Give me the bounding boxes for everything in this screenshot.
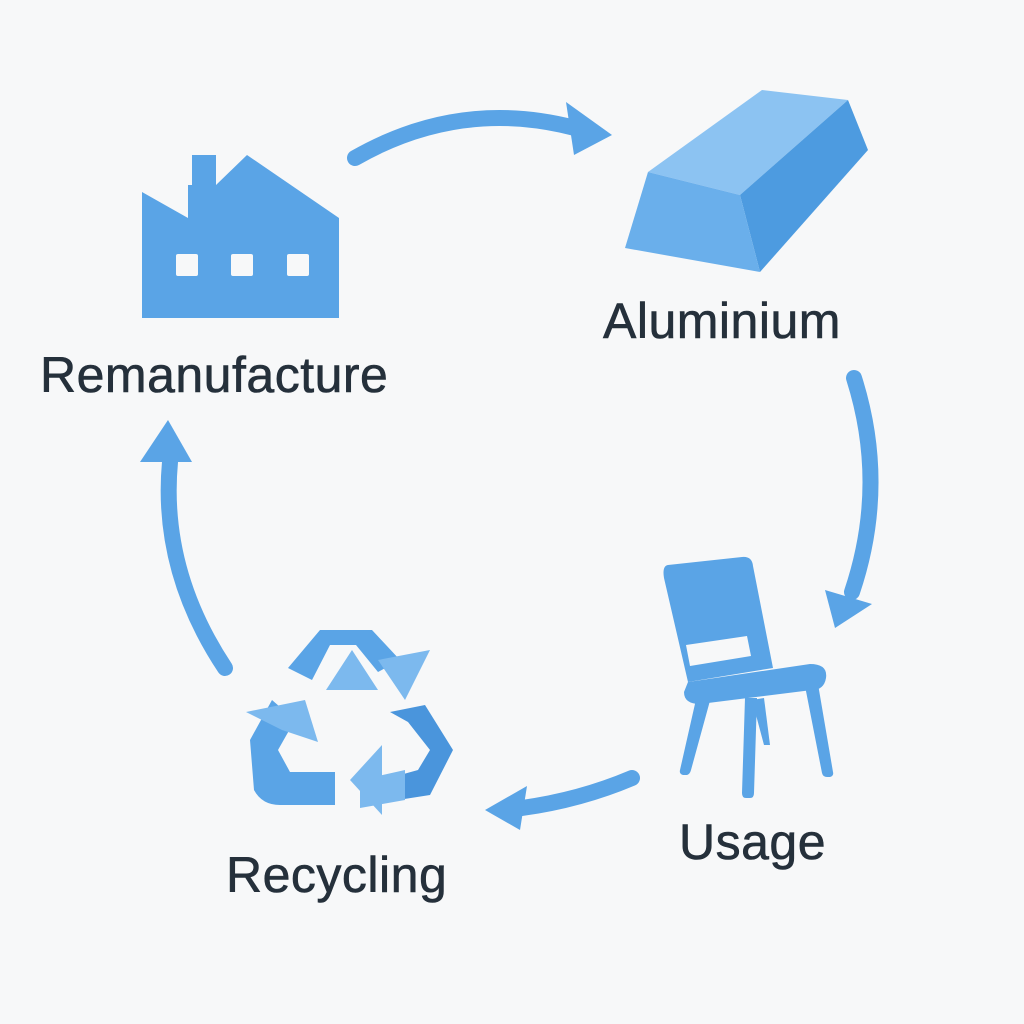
node-label-aluminium: Aluminium (603, 293, 841, 349)
factory-icon (142, 155, 339, 318)
arrowhead-remanufacture (140, 420, 192, 462)
chair-icon (663, 556, 834, 798)
node-label-usage: Usage (679, 814, 827, 870)
node-label-remanufacture: Remanufacture (40, 347, 389, 403)
arrowhead-recycling (485, 786, 527, 830)
recycling-icon (246, 630, 453, 815)
aluminium-ingot-icon (625, 90, 868, 272)
arrowhead-usage (825, 590, 872, 628)
arrow-usage-to-recycling (514, 770, 640, 816)
arrowhead-aluminium (566, 102, 612, 155)
arrow-aluminium-to-usage (844, 370, 879, 600)
arrow-recycling-to-remanufacture (160, 454, 233, 676)
node-label-recycling: Recycling (226, 847, 448, 903)
arrow-remanufacture-to-aluminium (347, 110, 583, 166)
